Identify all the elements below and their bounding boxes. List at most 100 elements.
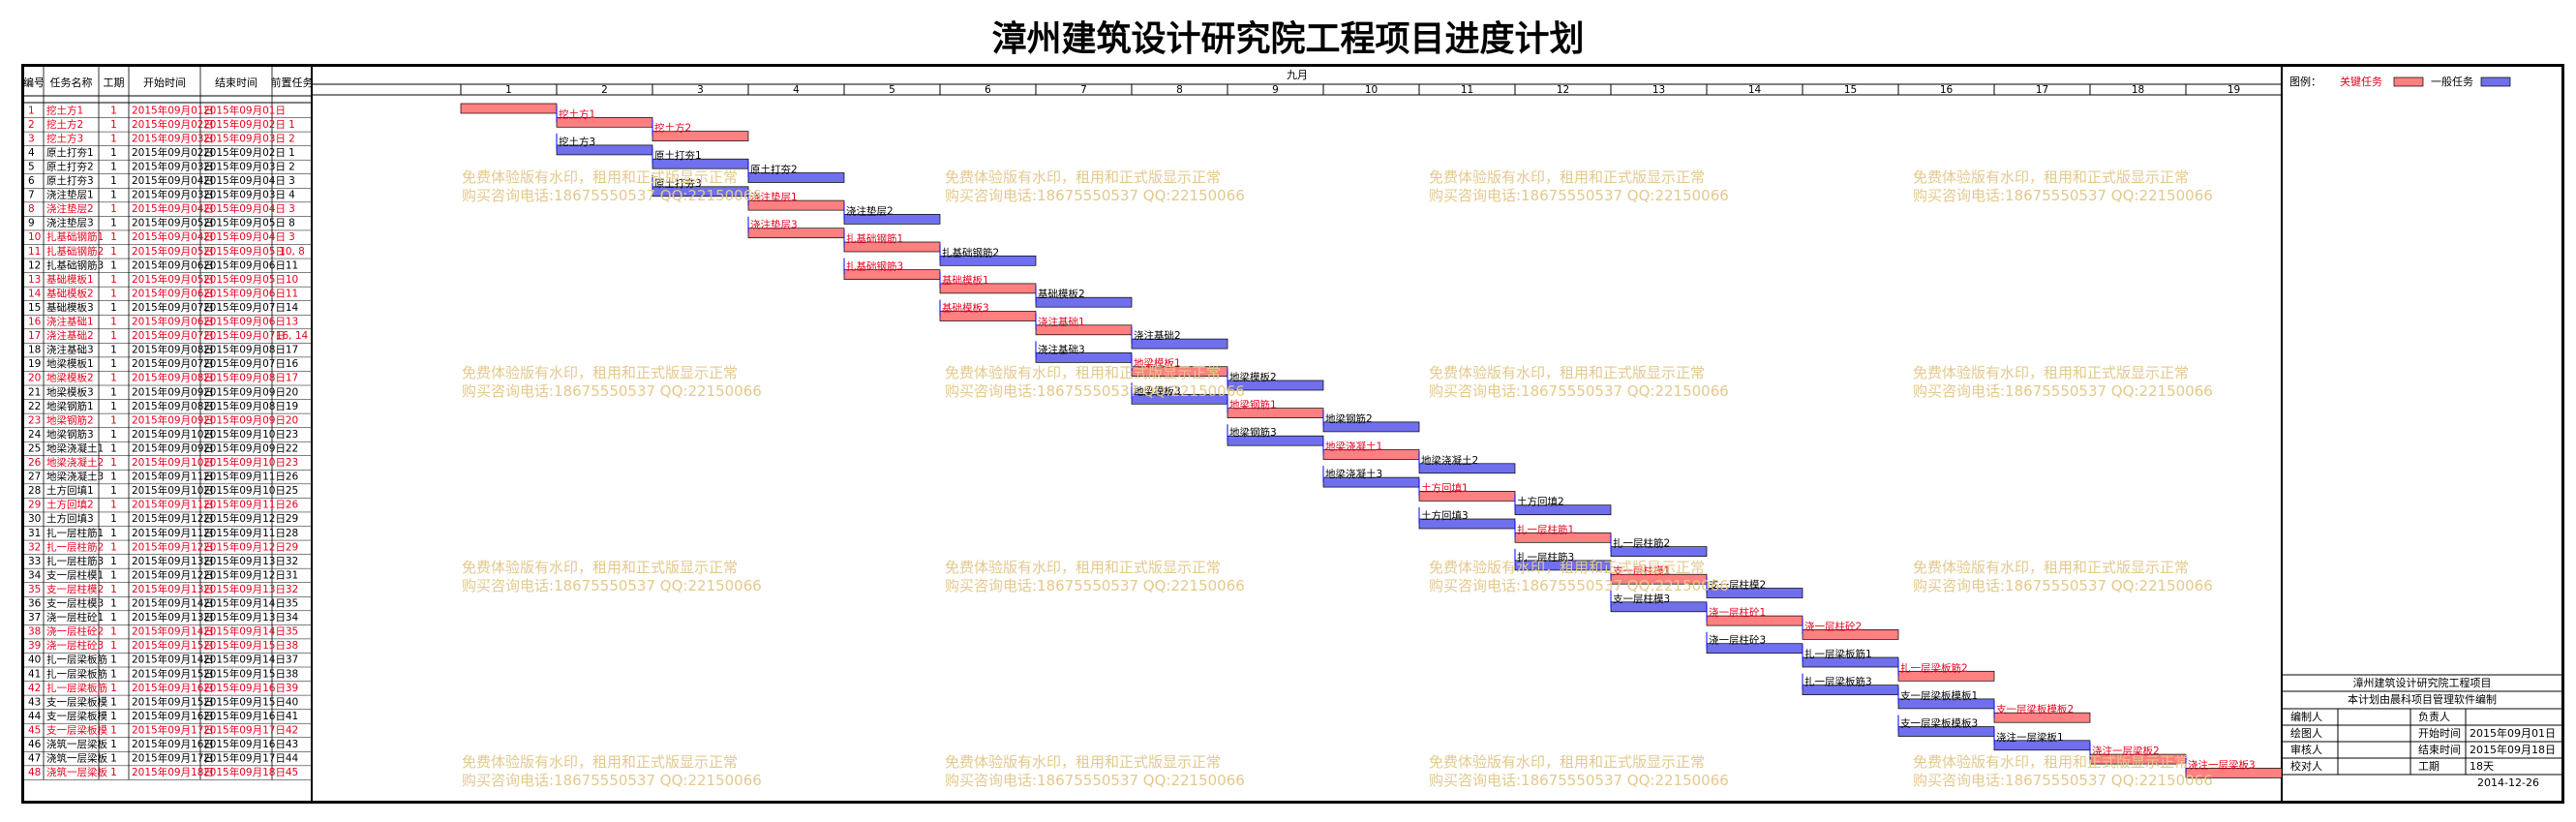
day-label: 3: [697, 84, 704, 96]
cell-start: 2015年09月17日: [132, 752, 214, 765]
cell-start: 2015年09月04日: [132, 202, 214, 215]
cell-start: 2015年09月05日: [132, 245, 214, 258]
cell-end: 2015年09月11日: [203, 527, 286, 539]
cell-duration: 1: [110, 442, 117, 454]
day-label: 17: [2036, 84, 2048, 96]
cell-start: 2015年09月05日: [132, 217, 214, 229]
cell-predecessor: 35: [286, 598, 298, 610]
cell-name: 基础模板2: [46, 287, 94, 299]
day-label: 5: [889, 84, 895, 96]
task-bar-label: 扎一层柱筋1: [1517, 523, 1574, 535]
cell-name: 支一层柱模3: [46, 597, 104, 610]
cell-duration: 1: [110, 485, 117, 497]
task-bar-label: 扎一层柱筋2: [1613, 537, 1670, 550]
cell-predecessor: 8: [288, 218, 295, 229]
cell-end: 2015年09月10日: [203, 484, 286, 497]
cell-name: 扎一层梁板筋: [46, 667, 107, 680]
cell-duration: 1: [110, 724, 117, 736]
cell-duration: 1: [110, 330, 117, 342]
cell-start: 2015年09月03日: [132, 132, 214, 144]
cell-duration: 1: [110, 626, 117, 638]
cell-id: 33: [28, 556, 41, 567]
cell-end: 2015年09月16日: [203, 738, 286, 750]
info-label: 工期: [2418, 760, 2440, 773]
cell-name: 浇一层柱砼1: [46, 611, 104, 624]
cell-id: 39: [28, 640, 41, 652]
cell-predecessor: 10: [286, 274, 298, 286]
info-date: 2014-12-26: [2477, 776, 2539, 789]
cell-start: 2015年09月03日: [132, 189, 214, 201]
cell-duration: 1: [110, 302, 117, 314]
cell-start: 2015年09月18日: [132, 766, 214, 778]
cell-name: 浇注垫层3: [46, 217, 94, 229]
month-label: 九月: [1287, 69, 1308, 81]
cell-predecessor: 20: [286, 386, 298, 398]
cell-id: 31: [28, 528, 41, 539]
cell-duration: 1: [110, 513, 117, 525]
cell-start: 2015年09月08日: [132, 344, 214, 356]
task-bar-label: 浇注垫层1: [750, 191, 798, 203]
page-title: 漳州建筑设计研究院工程项目进度计划: [991, 18, 1585, 59]
cell-start: 2015年09月11日: [132, 527, 214, 539]
cell-start: 2015年09月09日: [132, 441, 214, 454]
cell-end: 2015年09月04日: [203, 202, 286, 215]
task-bar-label: 支一层梁板模板1: [1900, 689, 1978, 702]
cell-start: 2015年09月04日: [132, 174, 214, 187]
cell-id: 1: [28, 105, 35, 116]
cell-name: 扎一层梁板筋: [46, 654, 107, 666]
task-bar-label: 扎一层梁板筋3: [1804, 676, 1872, 688]
task-bar-label: 地梁浇凝土1: [1325, 441, 1382, 453]
cell-name: 扎一层柱筋2: [46, 540, 104, 553]
cell-id: 41: [28, 668, 41, 680]
cell-duration: 1: [110, 190, 117, 201]
day-label: 9: [1272, 84, 1279, 96]
cell-end: 2015年09月09日: [203, 385, 286, 398]
cell-name: 土方回填2: [46, 499, 94, 511]
task-bar-label: 扎一层柱筋3: [1517, 551, 1574, 563]
task-bar-label: 原土打夯1: [654, 149, 702, 162]
cell-start: 2015年09月08日: [132, 400, 214, 412]
cell-start: 2015年09月03日: [132, 160, 214, 172]
cell-start: 2015年09月05日: [132, 273, 214, 286]
task-bar-label: 地梁浇凝土2: [1421, 454, 1478, 467]
cell-predecessor: 11: [286, 288, 298, 299]
cell-predecessor: 16: [286, 358, 299, 370]
cell-name: 原土打夯3: [46, 174, 94, 187]
task-bar-label: 地梁模板1: [1134, 357, 1181, 370]
cell-predecessor: 14: [286, 302, 299, 314]
cell-start: 2015年09月04日: [132, 230, 214, 243]
cell-start: 2015年09月16日: [132, 738, 214, 750]
cell-predecessor: 10, 8: [279, 246, 305, 258]
cell-name: 浇注基础3: [46, 344, 94, 356]
cell-end: 2015年09月03日: [203, 160, 286, 172]
info-label: 绘图人: [2290, 726, 2322, 740]
info-note: 本计划由晨科项目管理软件编制: [2348, 692, 2497, 706]
cell-end: 2015年09月17日: [203, 723, 286, 736]
cell-predecessor: 43: [286, 739, 298, 750]
cell-start: 2015年09月15日: [132, 695, 214, 708]
cell-end: 2015年09月08日: [203, 344, 286, 356]
cell-id: 35: [28, 584, 41, 595]
cell-predecessor: 29: [286, 513, 298, 525]
task-bar-label: 浇一层柱砼3: [1709, 634, 1766, 647]
cell-id: 26: [28, 457, 42, 469]
cell-predecessor: 32: [286, 556, 298, 567]
cell-start: 2015年09月02日: [132, 146, 214, 159]
cell-duration: 1: [110, 231, 117, 243]
task-bar-label: 基础模板1: [942, 274, 989, 287]
cell-duration: 1: [110, 119, 117, 131]
cell-end: 2015年09月08日: [203, 372, 286, 384]
task-bar-label: 浇注垫层3: [750, 219, 798, 231]
day-label: 6: [985, 84, 991, 96]
cell-id: 34: [28, 569, 42, 581]
cell-end: 2015年09月17日: [203, 752, 286, 765]
cell-id: 10: [28, 231, 41, 243]
cell-duration: 1: [110, 556, 117, 567]
cell-start: 2015年09月14日: [132, 597, 214, 610]
cell-id: 20: [28, 373, 41, 384]
legend-critical-label: 关键任务: [2340, 75, 2382, 88]
cell-end: 2015年09月07日: [203, 329, 286, 342]
cell-duration: 1: [110, 569, 117, 581]
cell-id: 47: [28, 753, 41, 765]
cell-duration: 1: [110, 612, 117, 624]
